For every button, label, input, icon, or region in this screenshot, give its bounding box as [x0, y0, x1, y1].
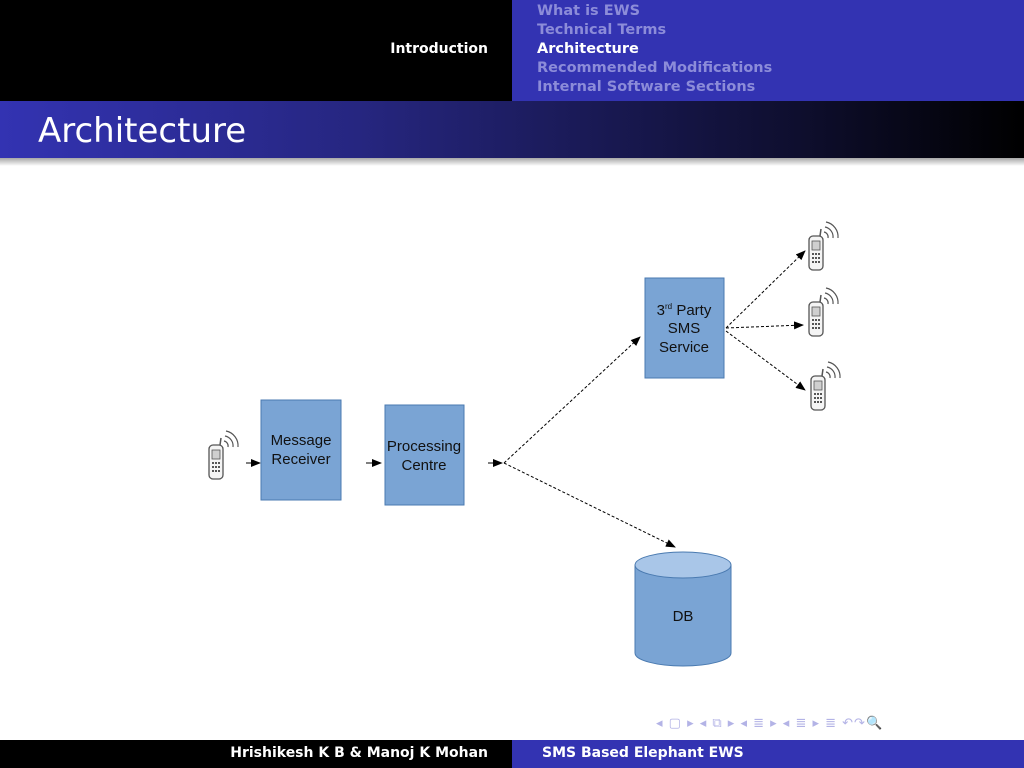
db-label: DB	[673, 608, 694, 625]
sender-phone-icon	[208, 430, 239, 480]
subsection-link-internal-software-sections[interactable]: Internal Software Sections	[537, 79, 756, 95]
footer-bar: Hrishikesh K B & Manoj K Mohan SMS Based…	[0, 740, 1024, 768]
subsection-link-technical-terms[interactable]: Technical Terms	[537, 22, 667, 38]
arrow-to-phone-1	[725, 250, 806, 329]
subsection-link-what-is-ews[interactable]: What is EWS	[537, 3, 641, 19]
section-panel: Introduction	[0, 0, 512, 101]
footer-title-panel: SMS Based Elephant EWS	[512, 740, 1024, 768]
recipient-phone-2-icon	[808, 287, 839, 337]
footer-authors: Hrishikesh K B & Manoj K Mohan	[230, 745, 488, 761]
frame-title-bar: Architecture	[0, 101, 1024, 158]
processing-centre-label-line1: Processing	[387, 438, 461, 455]
page-title: Architecture	[38, 111, 247, 151]
title-shadow	[0, 158, 1024, 166]
subsection-link-recommended-modifications[interactable]: Recommended Modifications	[537, 60, 773, 76]
third-party-sms-service-box: 3rd Party SMS Service	[644, 277, 725, 379]
subsection-list: What is EWS Technical Terms Architecture…	[537, 2, 772, 97]
processing-centre-label-line2: Centre	[401, 457, 446, 474]
message-receiver-box: Message Receiver	[260, 399, 342, 501]
navigation-symbols[interactable]: ◂ ▢ ▸ ◂ ⧉ ▸ ◂ ≣ ▸ ◂ ≣ ▸ ≣ ↶↷🔍	[656, 716, 884, 731]
arrow-to-phone-2	[725, 321, 804, 330]
arrow-to-phone-3	[725, 330, 806, 391]
arrow-to-sms-service	[503, 336, 641, 464]
footer-title: SMS Based Elephant EWS	[542, 745, 744, 761]
message-receiver-label-line1: Message	[271, 432, 332, 449]
subsection-link-architecture[interactable]: Architecture	[537, 41, 639, 57]
recipient-phone-1-icon	[808, 221, 839, 271]
processing-centre-box: Processing Centre	[384, 404, 465, 506]
subsection-panel: What is EWS Technical Terms Architecture…	[512, 0, 1024, 101]
arrow-to-db	[503, 462, 676, 548]
footer-author-panel: Hrishikesh K B & Manoj K Mohan	[0, 740, 512, 768]
message-receiver-label-line2: Receiver	[271, 451, 330, 468]
sms-service-label-line1: 3rd Party	[657, 302, 712, 319]
recipient-phone-3-icon	[810, 361, 841, 411]
sms-service-label-line3: Service	[659, 339, 709, 356]
database-cylinder: DB	[634, 551, 732, 667]
sms-service-label-line2: SMS	[668, 320, 701, 337]
top-navigation-bar: Introduction What is EWS Technical Terms…	[0, 0, 1024, 101]
section-link-introduction[interactable]: Introduction	[390, 41, 488, 57]
